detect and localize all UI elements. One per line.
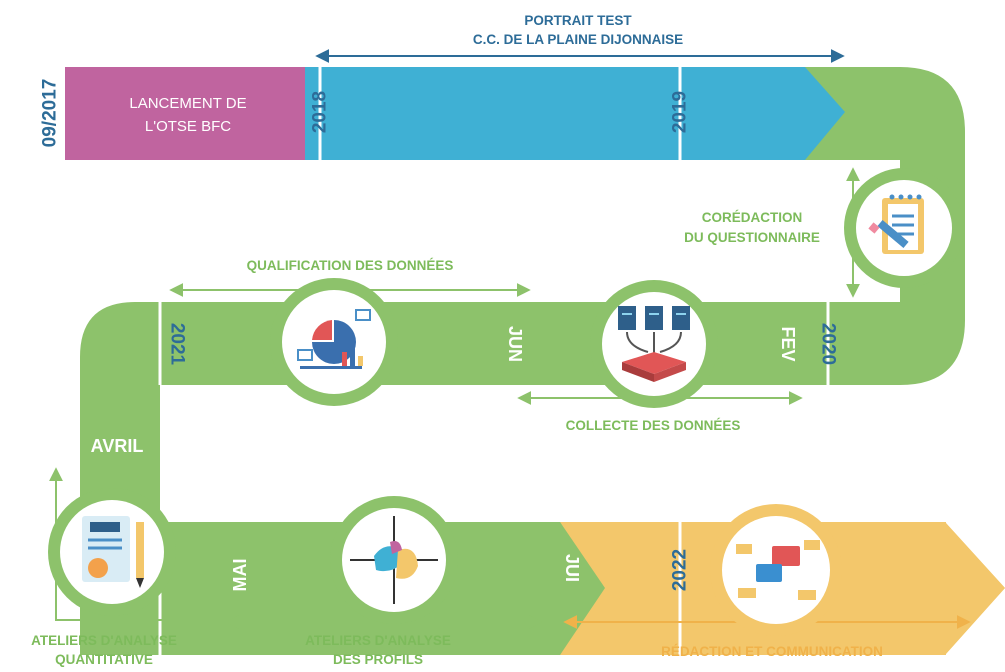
launch-label-line2: L'OTSE BFC <box>145 118 231 135</box>
phase-coredaction-line1: CORÉDACTION <box>702 210 803 225</box>
launch-label-line1: LANCEMENT DE <box>129 95 246 112</box>
phase-quantitative-line2: QUANTITATIVE <box>55 652 153 667</box>
profile-map-icon <box>330 496 458 624</box>
phase-profils-line1: ATELIERS D'ANALYSE <box>305 633 451 648</box>
chat-bubbles-icon <box>710 504 842 636</box>
portrait-title-line2: C.C. DE LA PLAINE DIJONNAISE <box>473 32 683 47</box>
year-2021: 2021 <box>167 323 188 366</box>
month-avril: AVRIL <box>91 436 144 456</box>
year-2019: 2019 <box>670 91 691 133</box>
notepad-pencil-icon <box>844 168 964 288</box>
year-2022: 2022 <box>670 549 691 591</box>
month-jui: JUI <box>562 554 582 582</box>
phase-qualification: QUALIFICATION DES DONNÉES <box>247 258 454 273</box>
portrait-band <box>305 67 845 160</box>
launch-block <box>65 67 305 160</box>
month-jun: JUN <box>505 326 525 362</box>
year-2018: 2018 <box>310 91 331 133</box>
phase-coredaction-line2: DU QUESTIONNAIRE <box>684 230 820 245</box>
report-clipboard-icon <box>48 488 176 616</box>
month-mai: MAI <box>230 559 250 592</box>
quantitative-arrow <box>49 467 218 621</box>
phase-collecte: COLLECTE DES DONNÉES <box>566 418 741 433</box>
portrait-title-line1: PORTRAIT TEST <box>524 13 632 28</box>
documents-collect-icon <box>590 280 718 408</box>
month-fev: FEV <box>778 326 798 361</box>
phase-redaction: RÉDACTION ET COMMUNICATION <box>661 644 883 659</box>
year-2020: 2020 <box>818 323 839 365</box>
phase-quantitative-line1: ATELIERS D'ANALYSE <box>31 633 177 648</box>
launch-date: 09/2017 <box>40 79 61 148</box>
charts-analysis-icon <box>270 278 398 406</box>
phase-profils-line2: DES PROFILS <box>333 652 423 667</box>
